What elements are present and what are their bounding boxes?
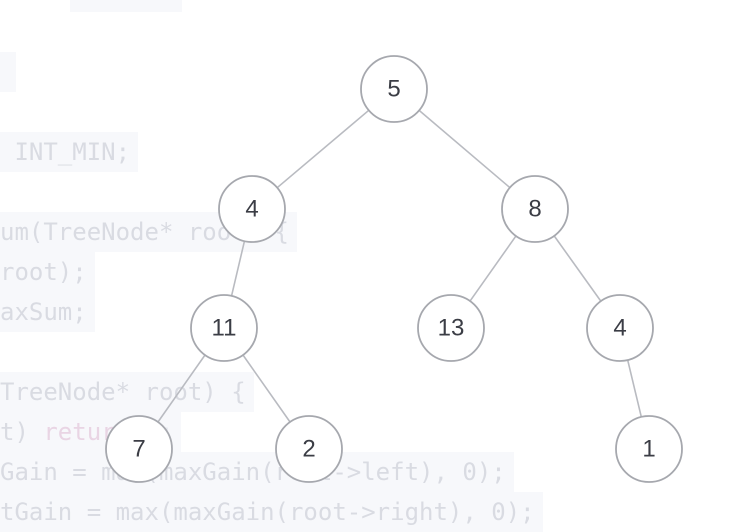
node-label: 5 — [387, 76, 400, 103]
tree-nodes: 5 4 8 11 13 4 7 2 — [105, 55, 683, 483]
edge-n8-n13 — [469, 235, 517, 302]
tree-node-leaf-1: 1 — [615, 415, 683, 483]
node-circle — [501, 175, 569, 243]
code-fragment: root); — [0, 258, 87, 286]
edge-n5-n8 — [418, 109, 511, 189]
code-fragment: tGain = max(maxGain(root->right), 0); — [0, 498, 535, 526]
node-circle — [615, 415, 683, 483]
code-fragment: Gain = max(maxGain(root->left), 0); — [0, 458, 506, 486]
node-label: 1 — [642, 436, 655, 463]
node-circle — [190, 294, 258, 362]
node-label: 7 — [132, 436, 145, 463]
code-band-top-left — [0, 52, 16, 92]
tree-node-right-left: 13 — [417, 294, 485, 362]
tree-node-right-right: 4 — [586, 294, 654, 362]
node-circle — [275, 415, 343, 483]
edge-n11-n2 — [242, 354, 291, 423]
code-line-1: INT_MIN; — [0, 132, 139, 172]
tree-node-left: 4 — [218, 175, 286, 243]
code-fragment: axSum; — [0, 298, 87, 326]
code-line-3: root); — [0, 252, 95, 292]
tree-node-leaf-7: 7 — [105, 415, 173, 483]
node-label: 4 — [613, 315, 626, 342]
node-label: 4 — [245, 196, 258, 223]
node-label: 13 — [438, 315, 465, 342]
code-line-7: Gain = max(maxGain(root->left), 0); — [0, 452, 514, 492]
node-circle — [586, 294, 654, 362]
tree-node-leaf-2: 2 — [275, 415, 343, 483]
edge-n5-n4a — [276, 109, 370, 189]
tree-node-root: 5 — [360, 55, 428, 123]
node-circle — [417, 294, 485, 362]
node-circle — [105, 415, 173, 483]
node-circle — [218, 175, 286, 243]
edge-n4a-n11 — [230, 240, 246, 297]
node-label: 2 — [302, 436, 315, 463]
node-label: 8 — [528, 196, 541, 223]
code-line-5: TreeNode* root) { — [0, 372, 254, 412]
tree-edges — [157, 109, 643, 423]
code-line-4: axSum; — [0, 292, 95, 332]
node-label: 11 — [212, 315, 237, 342]
code-fragment: TreeNode* root) { — [0, 378, 246, 406]
code-fragment: t) — [0, 418, 44, 446]
edge-n11-n7 — [157, 354, 206, 423]
node-circle — [360, 55, 428, 123]
code-band-top — [70, 0, 182, 12]
code-line-8: tGain = max(maxGain(root->right), 0); — [0, 492, 543, 532]
tree-node-right: 8 — [501, 175, 569, 243]
tree-node-left-left: 11 — [190, 294, 258, 362]
code-fragment: INT_MIN; — [0, 138, 131, 166]
edge-n8-n4b — [553, 235, 602, 302]
edge-n4b-n1 — [626, 359, 643, 418]
